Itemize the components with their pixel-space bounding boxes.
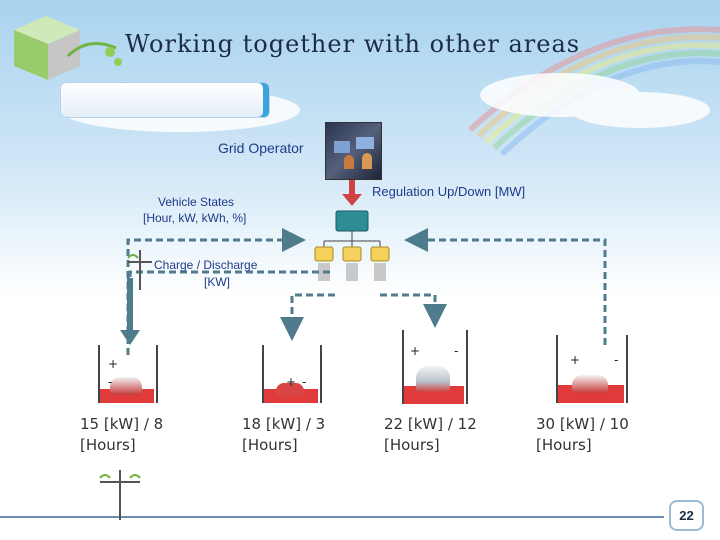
charge-arrow-left-head [120,330,140,345]
battery-box [556,335,628,403]
vehicle-2-rating: 18 [kW] / 3 [242,415,326,433]
ev-car-icon [110,377,142,395]
battery-box [262,345,322,403]
vehicle-3-caption: 22 [kW] / 12 [Hours] [384,414,477,456]
subtitle-bar [60,82,270,118]
vehicle-2-hours: [Hours] [242,436,298,454]
vehicle-4: + - [556,335,628,405]
vehicle-1-caption: 15 [kW] / 8 [Hours] [80,414,163,456]
vehicle-2: + - [262,345,322,405]
regulation-arrow [342,180,362,206]
ev-car-icon [276,383,304,397]
vehicle-4-rating: 30 [kW] / 10 [536,415,629,433]
grid-operator-photo [325,122,382,180]
vehicle-states-label: Vehicle States [158,195,235,209]
minus-sign: - [614,353,619,367]
grid-operator-label: Grid Operator [218,140,304,156]
regulation-label: Regulation Up/Down [MW] [372,184,526,199]
ev-car-icon [572,375,608,393]
vehicle-4-hours: [Hours] [536,436,592,454]
utility-pole-icon [99,470,141,520]
vehicle-3-hours: [Hours] [384,436,440,454]
charge-arrow-left [128,270,330,280]
vehicle-1-rating: 15 [kW] / 8 [80,415,164,433]
charge-arrow-left-shaft [127,278,133,330]
plus-sign: + [108,357,119,371]
minus-sign: - [454,344,459,358]
charge-arrow-mid [280,293,335,341]
vehicle-4-caption: 30 [kW] / 10 [Hours] [536,414,629,456]
page-title: Working together with other areas [125,30,581,58]
plus-sign: + [286,375,297,389]
vehicle-1-hours: [Hours] [80,436,136,454]
plus-sign: + [570,353,581,367]
charge-arrow-third [380,293,447,328]
aggregator-hub [314,210,390,281]
vehicle-3-rating: 22 [kW] / 12 [384,415,477,433]
battery-box [402,330,468,404]
charge-discharge-units: [KW] [204,275,230,289]
charge-discharge-label: Charge / Discharge [154,258,258,272]
vehicle-states-arrow-right [404,228,607,345]
utility-pole-top-icon [127,250,152,290]
ev-car-icon [416,366,450,392]
minus-sign: - [108,375,113,389]
battery-box [98,345,158,403]
vehicle-3: + - [402,330,468,406]
vehicle-states-units: [Hour, kW, kWh, %] [143,211,247,225]
vehicle-1: + - [98,345,158,405]
minus-sign: - [302,375,307,389]
logo-cube-icon [14,16,122,80]
page-number: 22 [669,500,704,531]
vehicle-2-caption: 18 [kW] / 3 [Hours] [242,414,325,456]
plus-sign: + [410,344,421,358]
